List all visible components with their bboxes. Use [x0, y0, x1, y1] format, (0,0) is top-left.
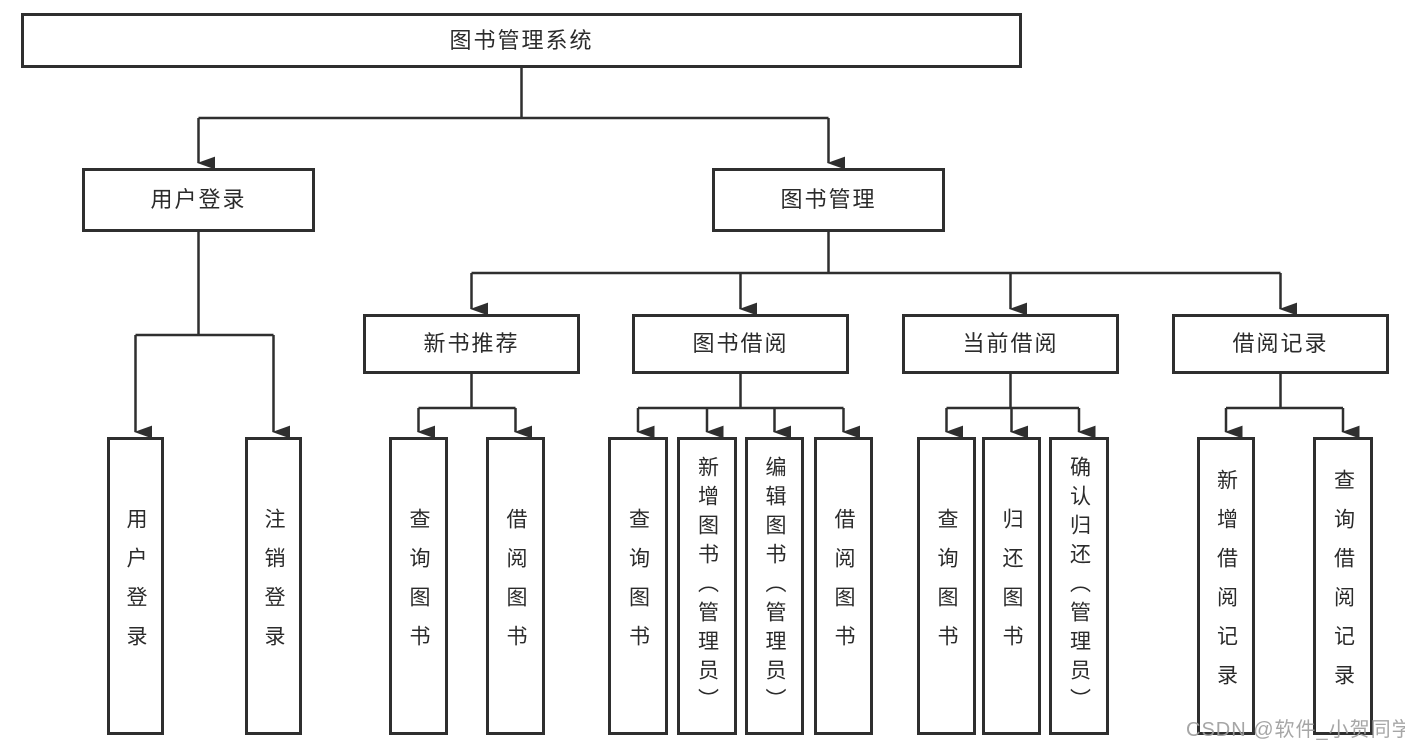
rail-user-login-group [135, 232, 274, 337]
node-label: 图书管理系统 [449, 27, 594, 53]
node-label: 查询图书 [407, 508, 430, 664]
node-leaf-confirm-return-admin: 确认归还（管理员） [1049, 437, 1109, 735]
node-borrow-record: 借阅记录 [1172, 314, 1389, 374]
node-leaf-query-books: 查询图书 [389, 437, 448, 735]
rail-book-mgmt-to-level3 [471, 232, 1281, 275]
node-label: 用户登录 [124, 508, 147, 664]
node-book-management: 图书管理 [712, 168, 945, 232]
node-user-login: 用户登录 [82, 168, 315, 232]
node-leaf-add-borrow-record: 新增借阅记录 [1197, 437, 1255, 735]
node-book-borrow: 图书借阅 [632, 314, 849, 374]
node-label: 确认归还（管理员） [1067, 455, 1091, 717]
node-leaf-query-books: 查询图书 [608, 437, 668, 735]
node-label: 借阅图书 [504, 508, 527, 664]
node-label: 注销登录 [262, 508, 285, 664]
node-label: 借阅图书 [832, 508, 855, 664]
node-label: 归还图书 [1000, 508, 1023, 664]
node-label: 查询图书 [935, 508, 958, 664]
node-label: 编辑图书（管理员） [763, 455, 786, 717]
node-label: 新书推荐 [423, 331, 520, 356]
rail-new-book-group [418, 374, 516, 410]
node-leaf-add-books-admin: 新增图书（管理员） [677, 437, 737, 735]
node-leaf-return-books: 归还图书 [982, 437, 1041, 735]
rail-borrow-record-group [1226, 374, 1343, 410]
csdn-watermark: CSDN @软件_小贺同学 [1186, 719, 1405, 741]
node-leaf-borrow-books: 借阅图书 [814, 437, 873, 735]
node-label: 借阅记录 [1232, 331, 1329, 356]
node-current-borrow: 当前借阅 [902, 314, 1119, 374]
rail-current-borrow-group [946, 374, 1079, 410]
node-label: 用户登录 [150, 187, 247, 212]
node-system-root: 图书管理系统 [21, 13, 1022, 68]
node-leaf-edit-books-admin: 编辑图书（管理员） [745, 437, 804, 735]
node-leaf-query-borrow-record: 查询借阅记录 [1313, 437, 1373, 735]
node-leaf-user-login: 用户登录 [107, 437, 164, 735]
node-new-book-recommend: 新书推荐 [363, 314, 580, 374]
node-label: 查询图书 [626, 508, 650, 664]
rail-root-to-level2 [198, 68, 829, 120]
node-leaf-query-books: 查询图书 [917, 437, 976, 735]
node-label: 当前借阅 [962, 331, 1059, 356]
node-label: 新增图书（管理员） [695, 455, 719, 717]
node-leaf-logout: 注销登录 [245, 437, 302, 735]
node-label: 图书管理 [780, 187, 877, 212]
rail-book-borrow-group [638, 374, 844, 410]
node-label: 图书借阅 [692, 331, 789, 356]
node-leaf-borrow-books: 借阅图书 [486, 437, 545, 735]
node-label: 查询借阅记录 [1331, 469, 1355, 703]
node-label: 新增借阅记录 [1214, 469, 1238, 703]
